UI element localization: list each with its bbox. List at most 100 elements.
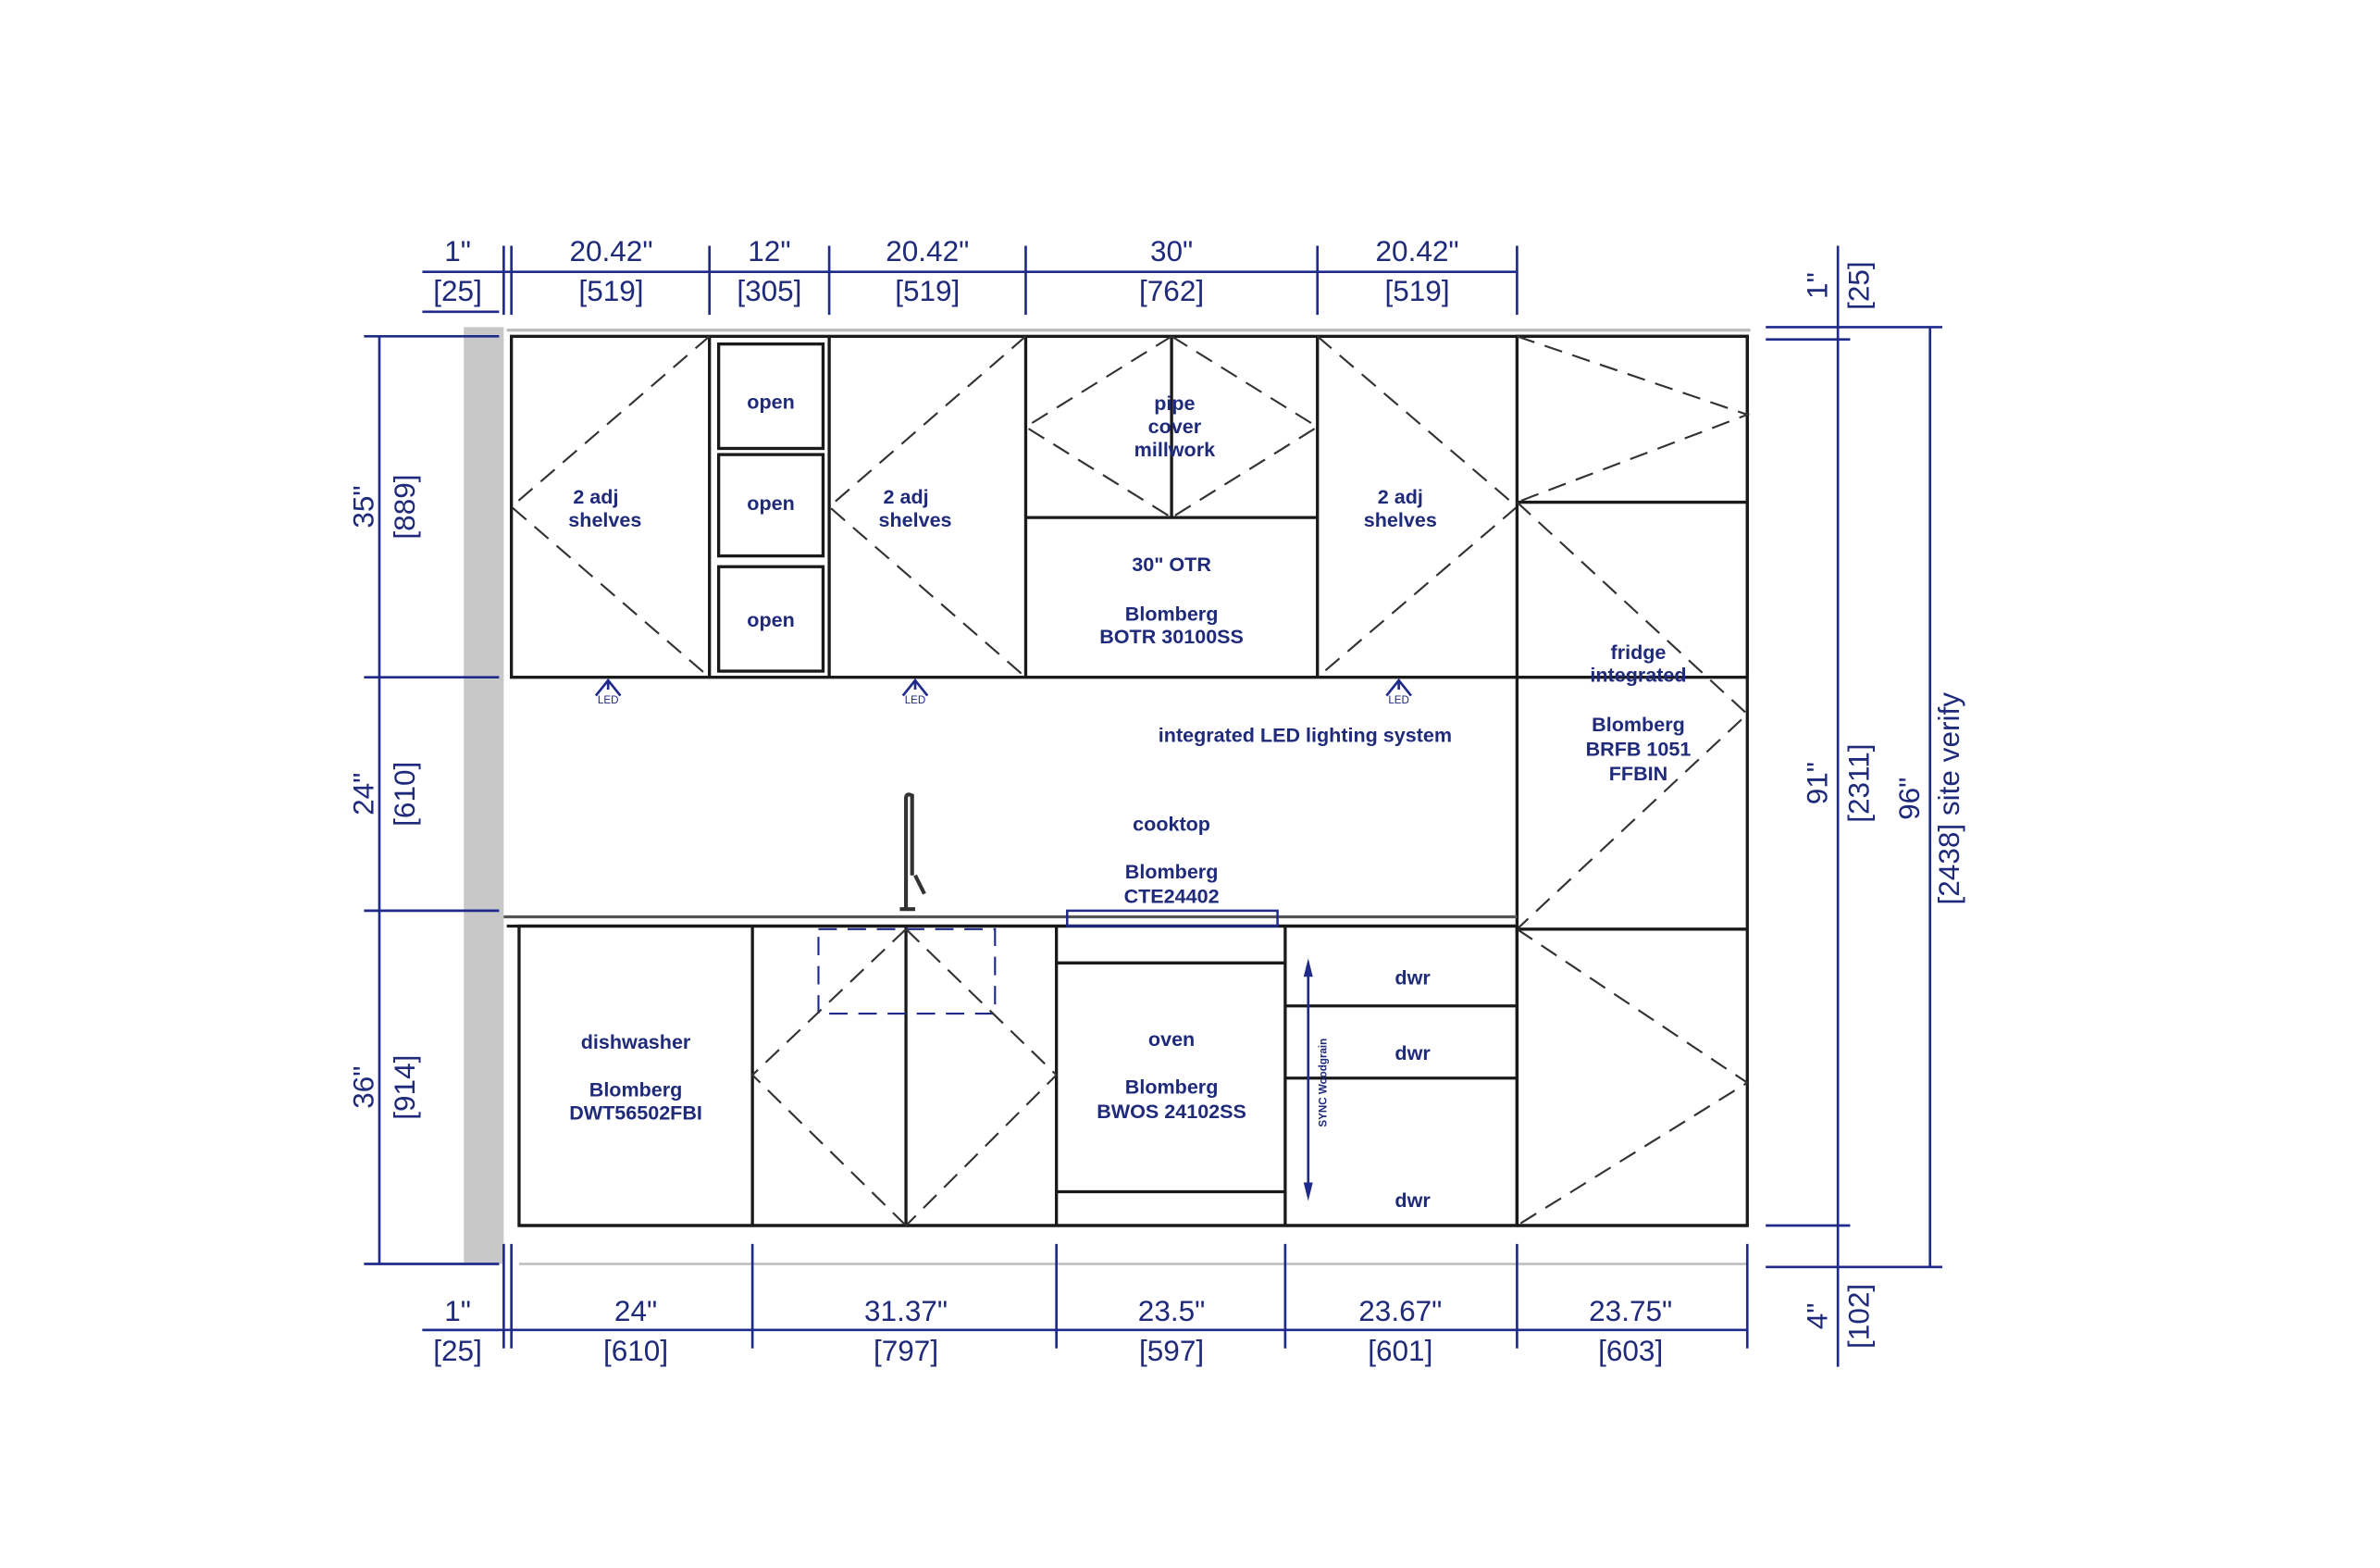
drawing-label: cooktop <box>1133 813 1210 836</box>
drawing-label: [610] <box>388 762 421 827</box>
drawing-label: 96" <box>1892 778 1926 820</box>
drawing-label: 1" <box>444 234 471 268</box>
led-light-icon: LED <box>594 678 622 706</box>
drawing-label: SYNC Woodgrain <box>1318 1039 1330 1127</box>
wall-section <box>464 327 504 1264</box>
drawing-label: 1" <box>444 1294 471 1327</box>
drawing-label: [762] <box>1139 274 1204 307</box>
drawing-label: CTE24402 <box>1124 885 1220 908</box>
drawing-label: LED <box>905 694 926 706</box>
drawing-label: DWT56502FBI <box>569 1101 702 1125</box>
drawing-label: 2 adj <box>1378 485 1423 508</box>
drawing-label: cover <box>1148 415 1202 438</box>
left-dimensions: 35" [889] 24" [610] 36" [914] <box>346 335 500 1265</box>
drawing-label: [889] <box>388 474 421 539</box>
drawing-label: 20.42" <box>1376 234 1459 268</box>
drawing-label: 36" <box>346 1066 379 1109</box>
drawing-line <box>1517 335 1751 504</box>
drawing-label: 24" <box>614 1294 657 1327</box>
drawing-label: millwork <box>1134 438 1215 461</box>
drawing-label: FFBIN <box>1609 762 1667 785</box>
drawing-label: dishwasher <box>581 1030 691 1053</box>
faucet-icon <box>899 792 926 912</box>
drawing-label: [601] <box>1368 1334 1432 1367</box>
drawing-label: LED <box>1388 694 1409 706</box>
drawing-label: 91" <box>1801 762 1834 804</box>
drawing-label: 30" OTR <box>1132 553 1211 576</box>
bottom-dimensions: 1" [25] 24" [610] 31.37" [797] 23.5" [597] 2… <box>422 1243 1749 1367</box>
drawing-label: 12" <box>748 234 790 268</box>
drawing-label: [797] <box>874 1334 938 1367</box>
led-light-icon: LED <box>901 678 929 706</box>
drawing-label: 23.67" <box>1358 1294 1442 1327</box>
drawing-label: dwr <box>1395 966 1431 989</box>
drawing-label: integrated LED lighting system <box>1159 723 1452 746</box>
drawing-label: 30" <box>1150 234 1193 268</box>
drawing-label: Blomberg <box>589 1078 683 1101</box>
drawing-line <box>1516 501 1749 930</box>
drawing-label: [305] <box>737 274 801 307</box>
drawing-line <box>1303 1182 1313 1201</box>
drawing-label: LED <box>598 694 619 706</box>
drawing-label: integrated <box>1590 664 1686 687</box>
drawing-label: [102] <box>1841 1284 1875 1349</box>
drawing-label: shelves <box>568 508 641 531</box>
drawing-label: BOTR 30100SS <box>1099 625 1244 648</box>
drawing-label: 23.5" <box>1138 1294 1206 1327</box>
top-dimensions: 1"[25] 20.42"[519] 12"[305] 20.42"[519] … <box>422 234 1518 316</box>
drawing-label: [610] <box>603 1334 668 1367</box>
drawing-label: dwr <box>1395 1041 1431 1064</box>
drawing-label: 35" <box>346 485 379 528</box>
drawing-label: 23.75" <box>1589 1294 1672 1327</box>
drawing-line <box>1516 927 1750 1226</box>
drawing-line <box>905 928 1059 1226</box>
drawing-line <box>716 565 825 673</box>
drawing-label: open <box>747 608 794 631</box>
drawing-label: Blomberg <box>1592 713 1685 736</box>
drawing-line <box>901 678 929 697</box>
led-light-icon: LED <box>1385 678 1412 706</box>
base-cabinets <box>503 915 1748 1265</box>
drawing-label: [597] <box>1139 1334 1204 1367</box>
drawing-label: dwr <box>1395 1188 1431 1212</box>
drawing-label: shelves <box>1364 508 1437 531</box>
drawing-label: [25] <box>433 1334 482 1367</box>
drawing-label: shelves <box>878 508 951 531</box>
drawing-label: [603] <box>1598 1334 1663 1367</box>
drawing-label: [519] <box>895 274 960 307</box>
drawing-label: 1" <box>1801 272 1834 299</box>
upper-cabinets <box>506 329 1751 679</box>
right-dimensions: 1" [25] 91" [2311] 4" [102] 96" [2438] s… <box>1766 245 1965 1367</box>
drawing-line <box>750 928 907 1226</box>
drawing-label: [914] <box>388 1055 421 1120</box>
drawing-line <box>716 342 825 451</box>
drawing-line <box>1303 958 1313 977</box>
drawing-label: open <box>747 390 794 413</box>
drawing-label: 4" <box>1801 1303 1834 1330</box>
drawing-label: fridge <box>1611 641 1667 664</box>
drawing-label: [519] <box>1385 274 1450 307</box>
drawing-label: [2311] <box>1841 744 1875 823</box>
drawing-label: [25] <box>1841 261 1875 310</box>
drawing-label: Blomberg <box>1125 860 1219 883</box>
drawing-label: Blomberg <box>1125 602 1219 625</box>
drawing-label: [2438] site verify <box>1932 692 1965 905</box>
drawing-label: 2 adj <box>884 485 929 508</box>
drawing-label: Blomberg <box>1125 1075 1219 1098</box>
drawing-line <box>716 453 825 558</box>
drawing-label: BRFB 1051 <box>1586 737 1692 760</box>
drawing-label: 31.37" <box>864 1294 948 1327</box>
drawing-label: 20.42" <box>569 234 652 268</box>
drawing-label: pipe <box>1154 392 1195 415</box>
drawing-label: oven <box>1148 1027 1195 1051</box>
drawing-label: BWOS 24102SS <box>1097 1100 1246 1123</box>
drawing-line <box>899 792 926 912</box>
drawing-line <box>1385 678 1412 697</box>
drawing-label: 24" <box>346 773 379 815</box>
drawing-line <box>517 924 1519 1227</box>
drawing-label: 2 adj <box>573 485 618 508</box>
cabinet-labels: 2 adj shelves 2 adj shelves 2 adj shelve… <box>568 390 1691 1212</box>
cooktop-icon <box>1066 909 1279 927</box>
